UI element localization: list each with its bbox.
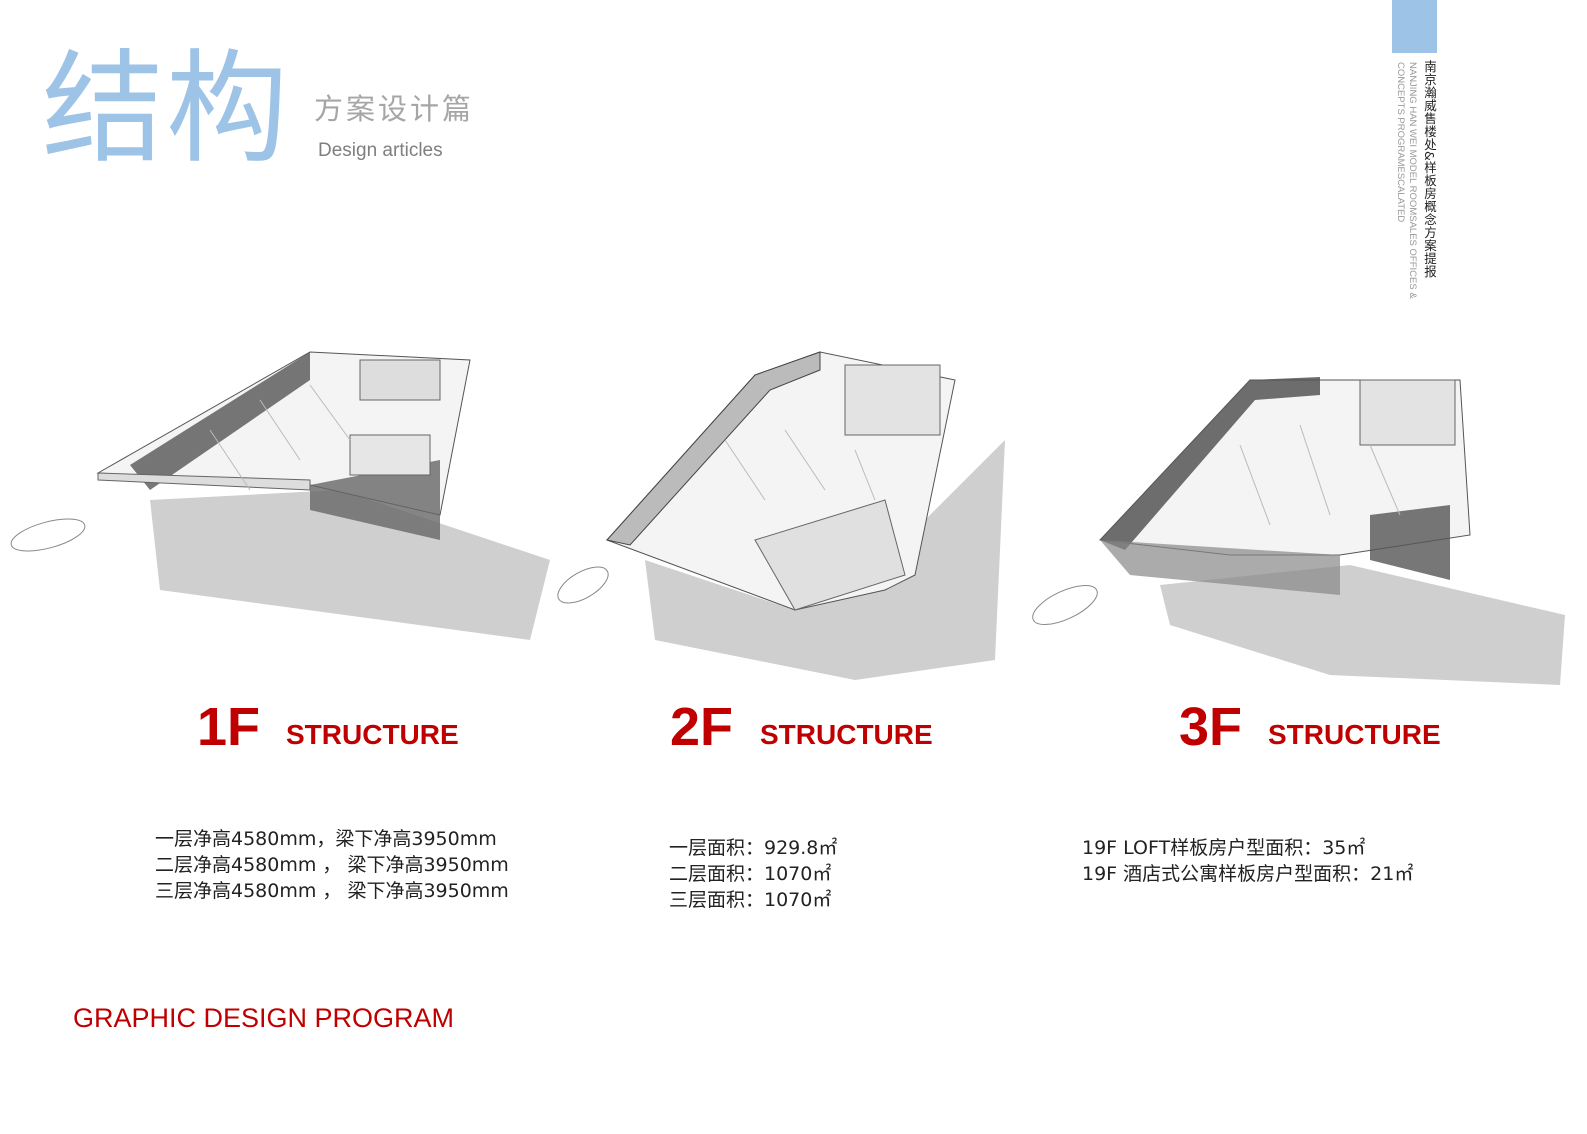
2f-structure-model (557, 351, 1005, 680)
3f-info: 19F LOFT样板房户型面积：35㎡ 19F 酒店式公寓样板房户型面积：21㎡ (1082, 835, 1413, 887)
1f-structure-model (10, 351, 550, 640)
project-title-en-vertical: NANJING HAN WEI MODEL ROOMSALES OFFICES … (1392, 62, 1418, 299)
info-line: 19F LOFT样板房户型面积：35㎡ (1082, 837, 1366, 859)
floor-label-3f: 3F (1179, 697, 1243, 757)
project-title-en-line1: NANJING HAN WEI MODEL ROOMSALES OFFICES … (1407, 62, 1418, 299)
footer-label: GRAPHIC DESIGN PROGRAM (73, 1003, 455, 1033)
page-subtitle: 方案设计篇 (314, 92, 475, 126)
project-title-en-line2: CONCEPTS PROGRAMESCALATED (1395, 62, 1406, 223)
page-subtitle-en: Design articles (318, 140, 443, 161)
structure-label-2f: STRUCTURE (760, 719, 933, 750)
corner-accent-bar (1392, 0, 1437, 53)
structure-label-1f: STRUCTURE (286, 719, 459, 750)
info-line: 二层面积：1070㎡ (669, 863, 832, 885)
info-line: 三层净高4580mm ， 梁下净高3950mm (155, 880, 509, 902)
1f-info: 一层净高4580mm，梁下净高3950mm 二层净高4580mm ， 梁下净高3… (155, 826, 509, 904)
project-title-vertical: 南京瀚威售楼处&样板房概念方案提报 (1422, 60, 1437, 279)
2f-info: 一层面积：929.8㎡ 二层面积：1070㎡ 三层面积：1070㎡ (669, 835, 837, 913)
info-line: 三层面积：1070㎡ (669, 889, 832, 911)
info-line: 19F 酒店式公寓样板房户型面积：21㎡ (1082, 863, 1414, 885)
3f-structure-model (1032, 377, 1565, 685)
structure-label-3f: STRUCTURE (1268, 719, 1441, 750)
info-line: 一层净高4580mm，梁下净高3950mm (155, 828, 497, 850)
floor-label-2f: 2F (670, 697, 734, 757)
info-line: 一层面积：929.8㎡ (669, 837, 838, 859)
info-line: 二层净高4580mm ， 梁下净高3950mm (155, 854, 509, 876)
floor-label-1f: 1F (197, 697, 261, 757)
page-title: 结构 (42, 38, 290, 180)
